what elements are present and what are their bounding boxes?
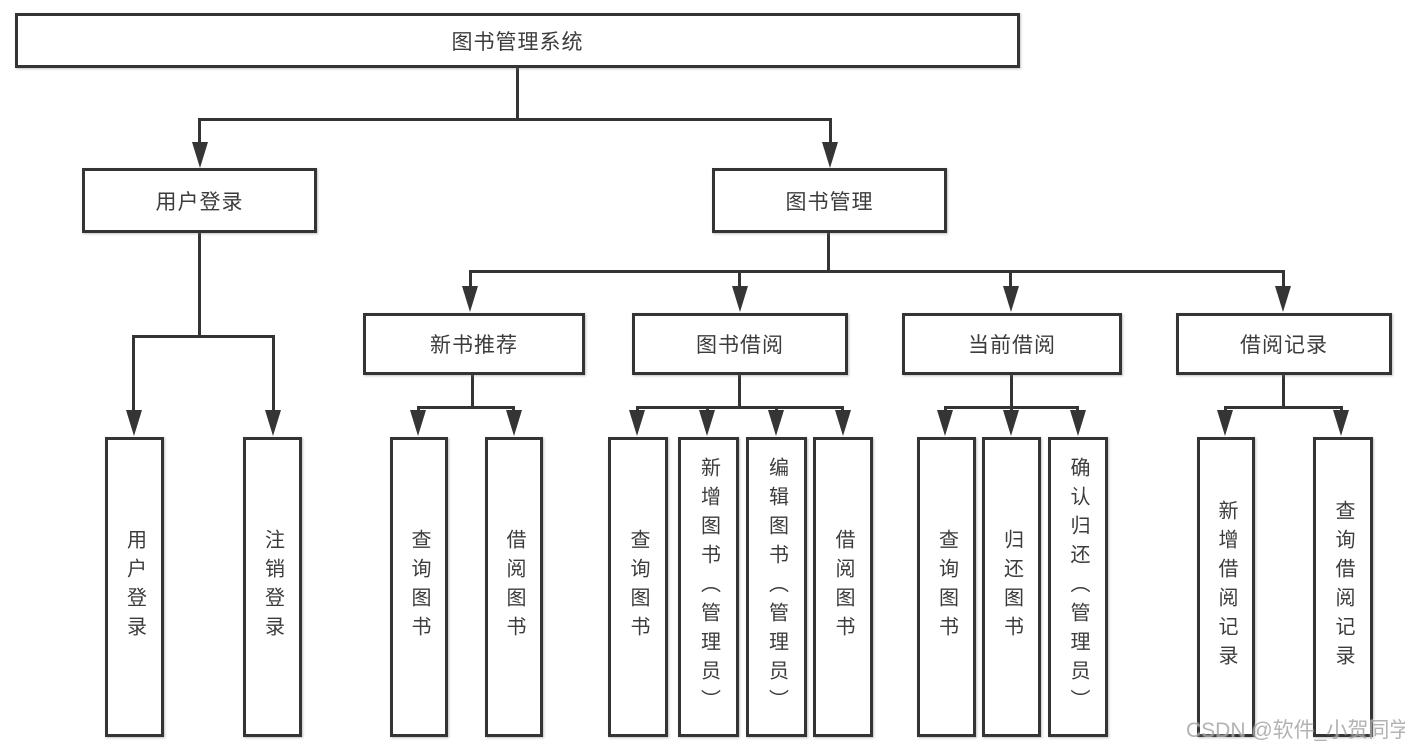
arrow-down-icon <box>462 286 478 312</box>
watermark: CSDN @软件_小贺同学 <box>1186 719 1405 742</box>
node-user-login: 用户登录 <box>82 168 317 233</box>
leaf-logout-login: 注销登录 <box>243 437 302 737</box>
connector-line <box>1282 375 1285 408</box>
connector-line <box>738 375 741 408</box>
connector-line <box>198 118 201 148</box>
arrow-down-icon <box>732 286 748 312</box>
arrow-down-icon <box>1333 410 1349 436</box>
arrow-down-icon <box>1003 286 1019 312</box>
leaf-recommend-borrow-books: 借阅图书 <box>485 437 543 737</box>
connector-line <box>829 118 832 148</box>
arrow-down-icon <box>126 410 142 436</box>
node-book-borrowing: 图书借阅 <box>632 313 848 375</box>
arrow-down-icon <box>265 410 281 436</box>
connector-line <box>417 406 515 409</box>
leaf-current-query-books: 查询图书 <box>917 437 976 737</box>
node-borrowing-records: 借阅记录 <box>1176 313 1392 375</box>
node-current-borrowing: 当前借阅 <box>902 313 1122 375</box>
arrow-down-icon <box>937 410 953 436</box>
arrow-down-icon <box>1275 286 1291 312</box>
connector-line <box>1224 406 1343 409</box>
connector-line <box>827 233 830 272</box>
connector-line <box>471 375 474 408</box>
arrow-down-icon <box>822 142 838 168</box>
leaf-current-confirm-return-admin: 确认归还（管理员） <box>1048 437 1108 737</box>
arrow-down-icon <box>1217 410 1233 436</box>
connector-line <box>470 270 1285 273</box>
node-root: 图书管理系统 <box>15 13 1020 68</box>
connector-line <box>198 233 201 337</box>
leaf-borrow-add-books-admin: 新增图书（管理员） <box>678 437 739 737</box>
arrow-down-icon <box>1070 410 1086 436</box>
arrow-down-icon <box>1003 410 1019 436</box>
leaf-records-add-borrow-record: 新增借阅记录 <box>1197 437 1255 737</box>
connector-line <box>636 406 844 409</box>
arrow-down-icon <box>629 410 645 436</box>
connector-line <box>1010 375 1013 408</box>
arrow-down-icon <box>699 410 715 436</box>
arrow-down-icon <box>192 142 208 168</box>
connector-line <box>516 68 519 121</box>
arrow-down-icon <box>410 410 426 436</box>
leaf-borrow-borrow-books: 借阅图书 <box>813 437 873 737</box>
connector-line <box>738 270 741 292</box>
node-book-management: 图书管理 <box>712 168 947 233</box>
connector-line <box>132 335 275 338</box>
leaf-records-query-borrow-record: 查询借阅记录 <box>1313 437 1373 737</box>
leaf-borrow-query-books: 查询图书 <box>608 437 668 737</box>
leaf-user-login: 用户登录 <box>105 437 164 737</box>
connector-line <box>132 335 135 413</box>
connector-line <box>1009 270 1012 292</box>
node-new-book-recommend: 新书推荐 <box>363 313 585 375</box>
arrow-down-icon <box>835 410 851 436</box>
arrow-down-icon <box>506 410 522 436</box>
connector-line <box>272 335 275 413</box>
connector-line <box>469 270 472 292</box>
leaf-recommend-query-books: 查询图书 <box>390 437 448 737</box>
connector-line <box>1282 270 1285 292</box>
leaf-current-return-books: 归还图书 <box>982 437 1041 737</box>
arrow-down-icon <box>768 410 784 436</box>
connector-line <box>198 118 832 121</box>
leaf-borrow-edit-books-admin: 编辑图书（管理员） <box>746 437 807 737</box>
